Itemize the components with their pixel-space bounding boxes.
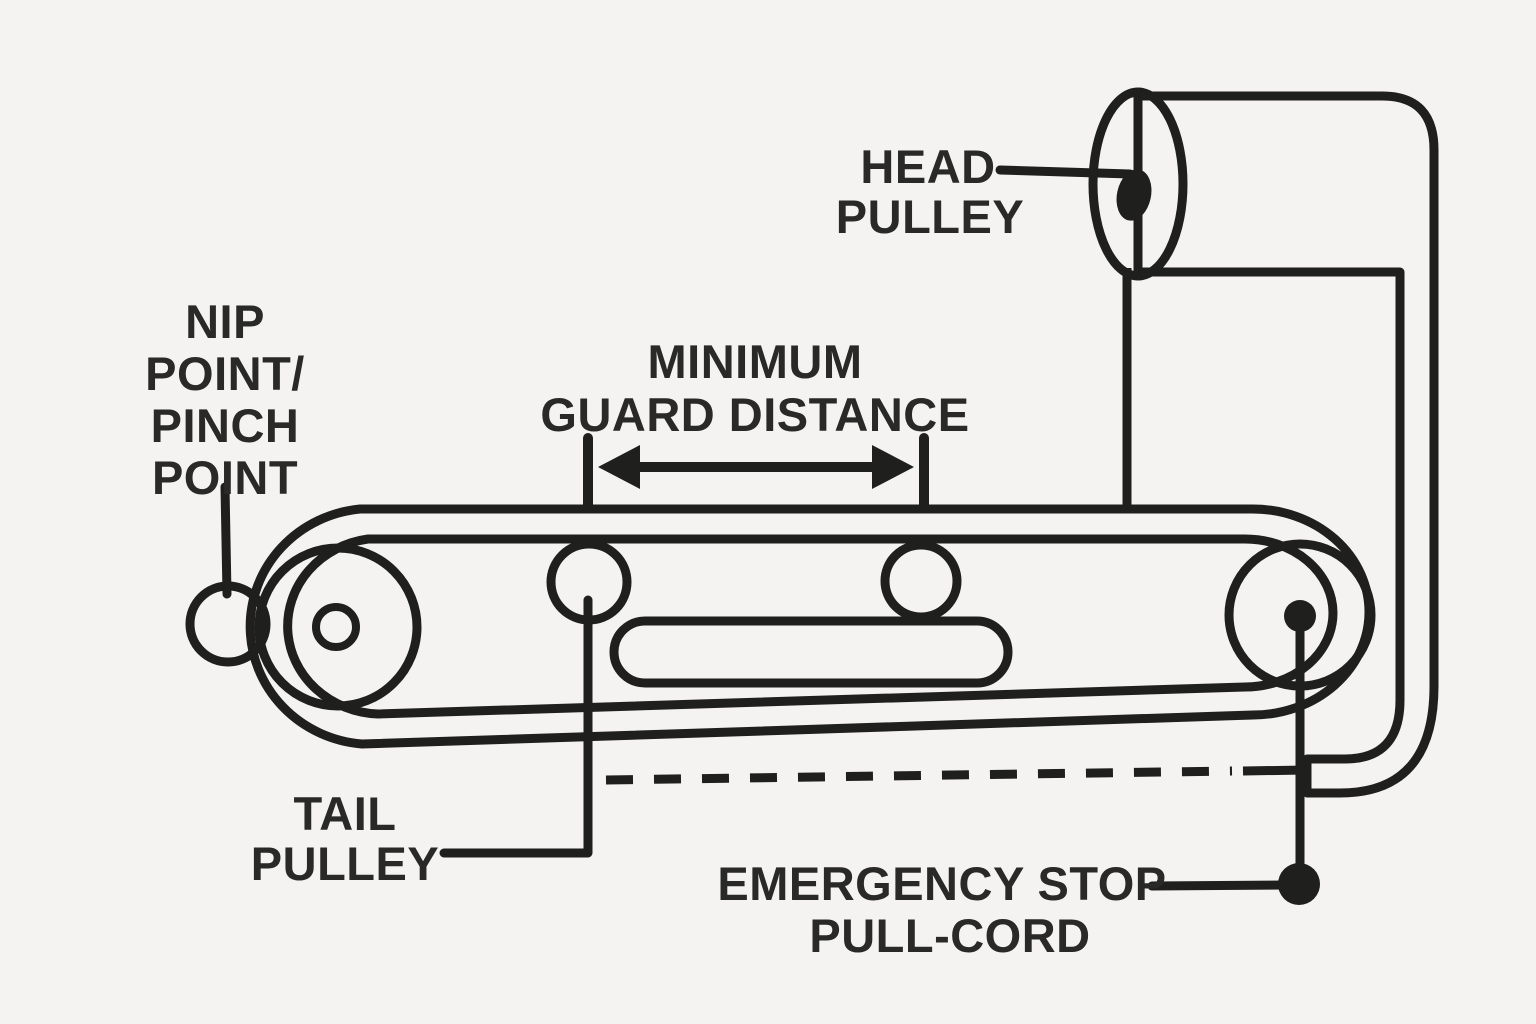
emergency-leader-horizontal	[1147, 880, 1293, 891]
head-pulley-hub-icon	[1116, 169, 1152, 221]
nip-point-label-line4: POINT	[152, 451, 298, 504]
tail-pulley-leader-line	[439, 595, 593, 858]
emergency-stop-label-line1: EMERGENCY STOP	[717, 857, 1166, 910]
nip-point-label-line1: NIP	[185, 295, 265, 348]
head-pulley-body-and-belt	[1133, 91, 1439, 798]
guard-distance-label-line2: GUARD DISTANCE	[540, 388, 969, 441]
nip-point-label-line3: PINCH	[151, 399, 300, 452]
conveyor-belt-outer	[245, 504, 1374, 749]
idler-roller-right	[880, 540, 962, 622]
tail-pulley-label-line2: PULLEY	[251, 837, 439, 890]
nip-point-label: NIP POINT/ PINCH POINT	[145, 295, 305, 504]
guard-distance-label-line1: MINIMUM	[648, 335, 863, 388]
pull-cord-dashed-line	[605, 766, 1233, 785]
conveyor-belt-inner	[283, 534, 1338, 719]
tail-pulley-label-line1: TAIL	[294, 787, 397, 840]
head-pulley-leader-line	[995, 165, 1135, 179]
emergency-stop-label: EMERGENCY STOP PULL-CORD	[717, 857, 1166, 962]
head-pulley-label-line2: PULLEY	[836, 190, 1024, 243]
drive-pulley-hub-icon	[1284, 600, 1316, 632]
nip-point-label-line2: POINT/	[145, 347, 305, 400]
nip-point-leader-line	[220, 482, 232, 599]
head-pulley-label-line1: HEAD	[860, 140, 995, 193]
guard-distance-arrowhead-left-icon	[598, 445, 640, 489]
head-pulley-face	[1088, 87, 1188, 281]
tail-pulley-label: TAIL PULLEY	[251, 787, 439, 890]
belt-guard-slot	[609, 616, 1013, 688]
tail-pulley-hub-icon	[312, 603, 360, 651]
emergency-stop-label-line2: PULL-CORD	[809, 909, 1090, 962]
head-pulley-label: HEAD PULLEY	[836, 140, 1024, 243]
tail-pulley-wheel	[254, 543, 422, 711]
emergency-cord-dot-icon	[1278, 863, 1320, 905]
guard-distance-arrowhead-right-icon	[872, 445, 914, 489]
minimum-guard-distance-label: MINIMUM GUARD DISTANCE	[540, 335, 969, 441]
